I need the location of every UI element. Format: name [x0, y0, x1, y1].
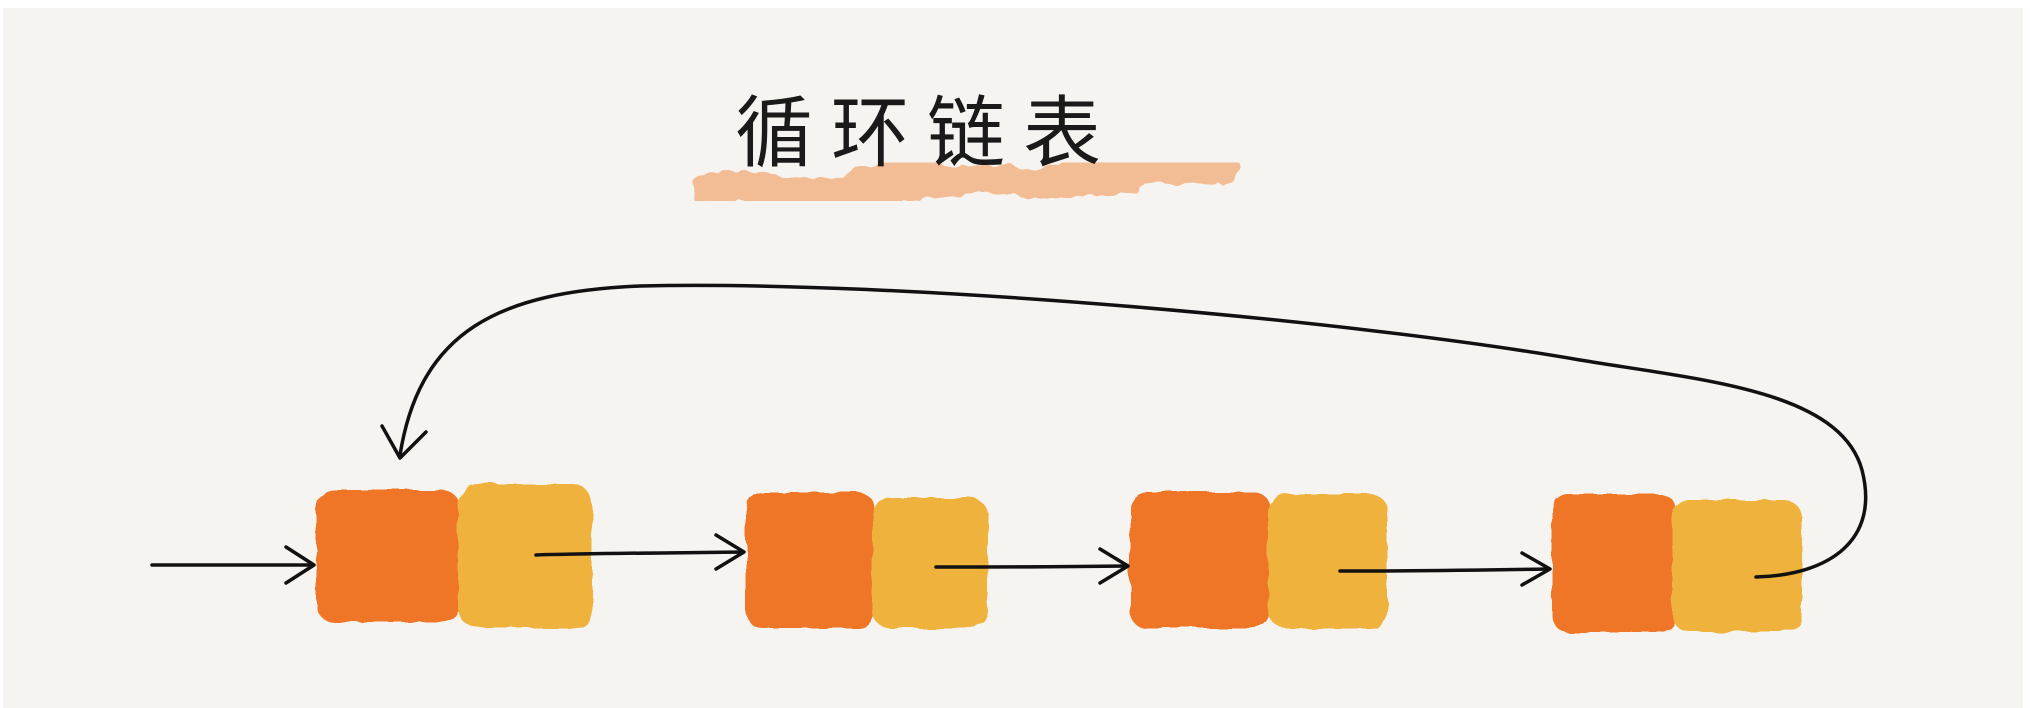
diagram-title: 循环链表 [735, 89, 1119, 179]
node-data-cell [1552, 494, 1676, 632]
node-next-cell [872, 498, 988, 628]
list-node [1552, 494, 1802, 632]
list-node [1130, 492, 1388, 628]
list-node [316, 484, 592, 628]
node-data-cell [746, 492, 874, 628]
node-next-cell [458, 484, 592, 628]
pointer-arrows [150, 283, 1868, 587]
tail-to-head-pointer-arrow [380, 283, 1868, 579]
list-node [746, 492, 988, 628]
node-list [316, 484, 1802, 632]
node-data-cell [316, 490, 460, 622]
next-pointer-arrow [934, 547, 1130, 585]
title-highlight [690, 158, 1242, 209]
head-pointer-arrow [150, 545, 316, 585]
next-pointer-arrow [1338, 551, 1552, 587]
node-next-cell [1672, 500, 1802, 632]
node-data-cell [1130, 492, 1270, 628]
node-next-cell [1268, 494, 1388, 628]
next-pointer-arrow [534, 533, 746, 571]
